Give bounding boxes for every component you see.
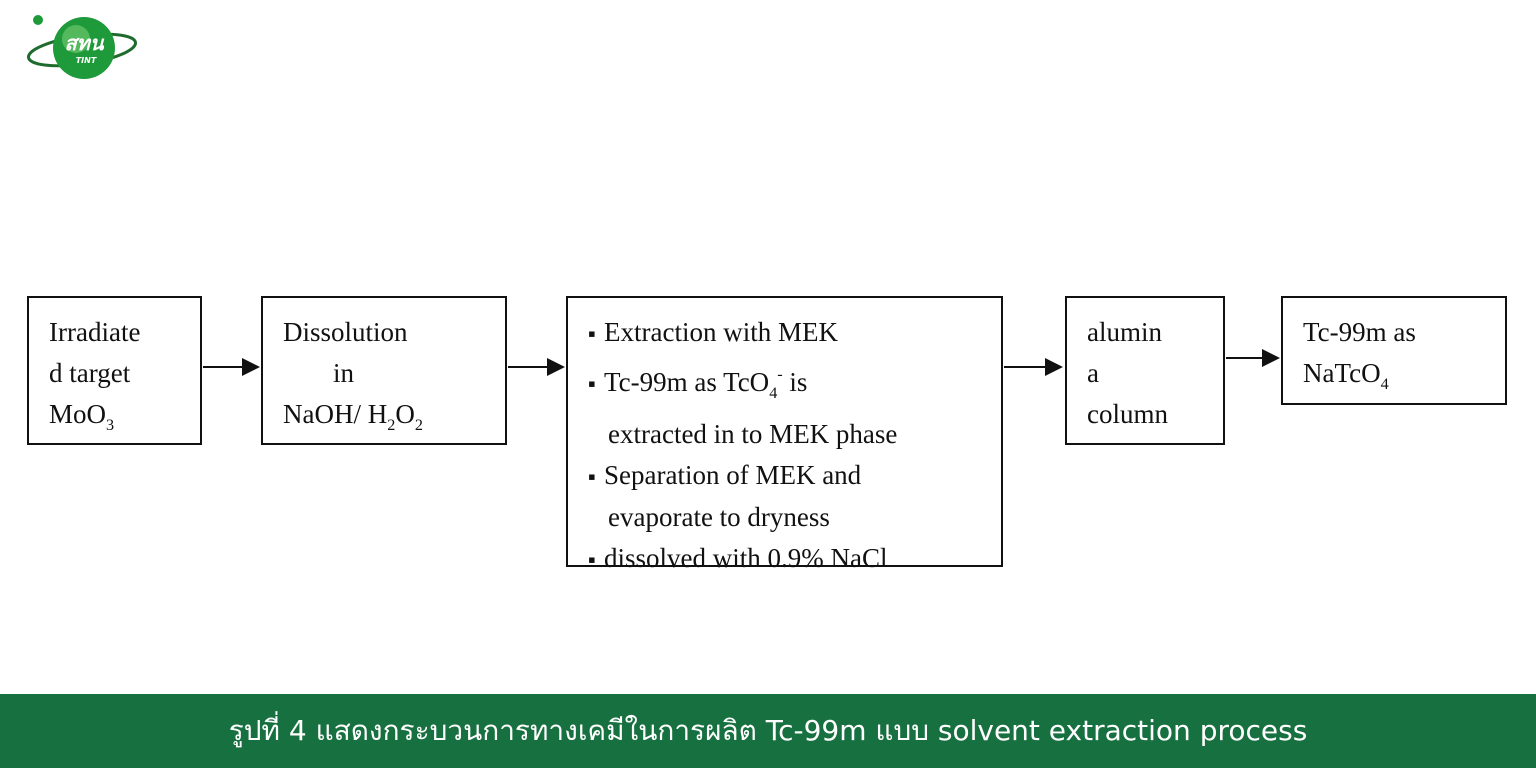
arrow-4 <box>1226 349 1280 367</box>
step2-line3: NaOH/ H2O2 <box>283 394 485 446</box>
step4-line2: a <box>1087 358 1099 388</box>
tco4-subscript: 4 <box>769 384 778 402</box>
bullet-separation-continued: evaporate to dryness <box>608 502 830 532</box>
bullet-tc99m-tco4: Tc-99m as TcO4- is <box>588 354 981 414</box>
bullet-extraction-with-mek: Extraction with MEK <box>588 312 981 354</box>
bullet-separation-of-mek: Separation of MEK and <box>588 455 981 497</box>
o2-subscript: 2 <box>414 416 423 434</box>
step5-line1: Tc-99m as <box>1303 317 1416 347</box>
natco4-subscript: 4 <box>1380 375 1389 393</box>
tint-logo: สทน TINT <box>24 12 140 84</box>
step-extraction: Extraction with MEK Tc-99m as TcO4- is e… <box>566 296 1003 573</box>
step2-line1: Dissolution <box>283 317 408 347</box>
bullet-dissolved-nacl: dissolved with 0.9% NaCl <box>588 538 981 580</box>
step2-line2: in <box>333 358 355 388</box>
step4-line1: alumin <box>1087 317 1162 347</box>
step-alumina-column: alumin a column <box>1065 296 1225 445</box>
step1-line3: MoO3 <box>49 394 180 446</box>
natco4-text: NaTcO <box>1303 358 1381 388</box>
tco4-text: Tc-99m as TcO <box>604 367 770 397</box>
moo3-formula: MoO <box>49 399 107 429</box>
figure-caption-text: รูปที่ 4 แสดงกระบวนการทางเคมีในการผลิต T… <box>228 714 1308 747</box>
arrow-1 <box>203 358 260 376</box>
naoh-text: NaOH/ H <box>283 399 388 429</box>
is-text: is <box>782 367 808 397</box>
logo-text: สทน <box>64 31 104 55</box>
step-irradiated-target: Irradiate d target MoO3 <box>27 296 202 445</box>
step1-line2: d target <box>49 358 131 388</box>
step-natco4-product: Tc-99m as NaTcO4 <box>1281 296 1507 405</box>
step-dissolution: Dissolution in NaOH/ H2O2 <box>261 296 507 445</box>
moo3-subscript: 3 <box>106 416 115 434</box>
tco4-charge: - <box>777 365 783 383</box>
h2-subscript: 2 <box>387 416 396 434</box>
bullet-tc99m-continued: extracted in to MEK phase <box>608 419 898 449</box>
arrow-2 <box>508 358 565 376</box>
o-text: O <box>395 399 415 429</box>
figure-caption: รูปที่ 4 แสดงกระบวนการทางเคมีในการผลิต T… <box>0 694 1536 768</box>
step5-line2: NaTcO4 <box>1303 353 1485 405</box>
arrow-3 <box>1004 358 1063 376</box>
logo-subtext: TINT <box>76 56 97 65</box>
step4-line3: column <box>1087 399 1168 429</box>
step1-line1: Irradiate <box>49 317 141 347</box>
